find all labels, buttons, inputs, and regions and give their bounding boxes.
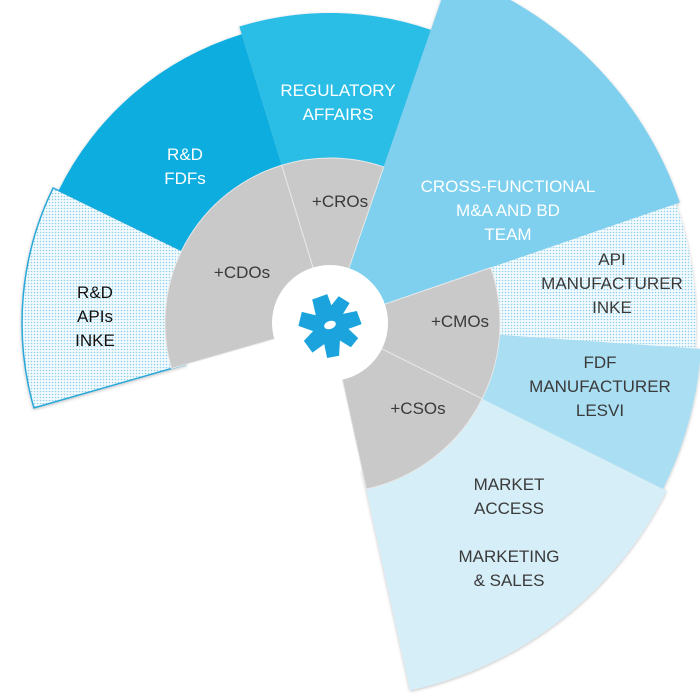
inner-label-cmos: +CMOs: [431, 312, 489, 331]
inner-label-cros: +CROs: [312, 192, 368, 211]
segment-fdf-manufacturer: [464, 333, 700, 489]
segment-regulatory: [239, 12, 431, 182]
segment-market: [361, 389, 667, 691]
inner-label-csos: +CSOs: [390, 399, 445, 418]
gear-icon: [298, 294, 362, 358]
inner-label-cdos: +CDOs: [214, 263, 270, 282]
segment-cross-functional: [347, 0, 680, 306]
segment-api-manufacturer: [471, 203, 697, 349]
